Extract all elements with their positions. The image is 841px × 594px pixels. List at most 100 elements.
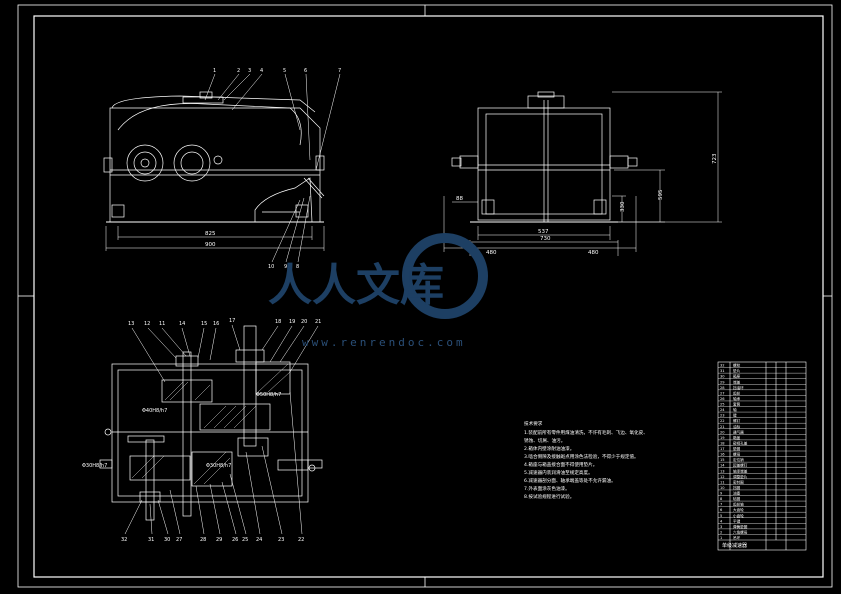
fit-label-bottom-mid: Φ30H8/h7 xyxy=(206,463,231,469)
watermark-url: www.renrendoc.com xyxy=(302,336,466,349)
parts-row-name: 螺母 xyxy=(733,452,741,457)
note-line-8: 7.外表面涂灰色油漆。 xyxy=(524,485,570,492)
parts-row-name: 轴承端盖 xyxy=(733,468,748,473)
callout-23: 23 xyxy=(278,537,284,543)
parts-row-name: 吊环 xyxy=(733,535,741,540)
side-view xyxy=(451,91,638,223)
note-line-5: 4.箱座与箱盖接合面不得使用垫片。 xyxy=(524,461,597,468)
callout-25: 25 xyxy=(242,537,248,543)
parts-row-name: 轴 xyxy=(733,407,737,412)
dim-88: 88 xyxy=(456,196,463,202)
parts-row-name: 六角螺母 xyxy=(733,529,748,534)
fit-label-top-left: Φ40H8/h7 xyxy=(142,408,167,414)
parts-row-number: 18 xyxy=(720,441,725,445)
watermark: 人人文库 www.renrendoc.com xyxy=(268,233,488,349)
parts-row-number: 25 xyxy=(720,403,725,407)
callout-3: 3 xyxy=(248,68,251,74)
callout-29: 29 xyxy=(216,537,222,543)
parts-row-name: 窥视孔盖 xyxy=(733,440,748,445)
plan-section-view xyxy=(99,325,323,521)
dim-723: 723 xyxy=(712,153,718,164)
callout-26: 26 xyxy=(232,537,238,543)
parts-row-name: 毡圈 xyxy=(733,496,741,501)
parts-row-number: 24 xyxy=(720,408,725,412)
callout-6: 6 xyxy=(304,68,307,74)
note-line-1: 1.装配前所有零件用煤油清洗，不许有毛刺、飞边、氧化皮、 xyxy=(524,429,648,436)
callout-32: 32 xyxy=(121,537,127,543)
parts-row-number: 17 xyxy=(720,447,725,451)
parts-row-name: 垫片 xyxy=(733,368,741,373)
parts-row-number: 26 xyxy=(720,397,725,401)
dim-480-left: 480 xyxy=(486,250,497,256)
parts-row-number: 11 xyxy=(720,480,725,484)
callout-18: 18 xyxy=(275,319,281,325)
note-line-4: 3.啮合侧隙及接触斑点用涂色法检验，不得少于规定值。 xyxy=(524,453,639,460)
output-bearing-circle xyxy=(173,144,211,182)
parts-row-number: 22 xyxy=(720,419,725,423)
callout-11: 11 xyxy=(159,321,165,327)
dim-330: 330 xyxy=(620,201,626,212)
parts-row-number: 8 xyxy=(720,497,723,501)
fit-label-mid-right: Φ50H8/h7 xyxy=(256,392,281,398)
parts-row-name: 端盖 xyxy=(733,379,741,384)
parts-row-name: 密封圈 xyxy=(733,479,744,484)
drawing-name: 单级减速器 xyxy=(722,542,747,549)
callout-7: 7 xyxy=(338,68,341,74)
note-line-9: 8.按试验规程进行试验。 xyxy=(524,493,574,500)
parts-row-number: 15 xyxy=(720,458,725,462)
parts-row-name: 挡圈 xyxy=(733,485,741,490)
parts-row-number: 31 xyxy=(720,369,725,373)
parts-row-name: 大齿轮 xyxy=(733,507,744,512)
parts-row-number: 1 xyxy=(720,536,722,540)
parts-row-number: 29 xyxy=(720,380,725,384)
callout-8: 8 xyxy=(296,264,299,270)
front-callouts: 1 2 3 4 5 6 7 10 9 8 xyxy=(213,68,341,270)
parts-row-number: 12 xyxy=(720,475,725,479)
callout-27: 27 xyxy=(176,537,182,543)
parts-row-name: 键 xyxy=(733,413,737,418)
input-bearing-circle xyxy=(126,144,164,182)
parts-row-name: 通气器 xyxy=(733,429,744,434)
callout-28: 28 xyxy=(200,537,206,543)
dim-825: 825 xyxy=(205,231,216,237)
dim-480-right: 480 xyxy=(588,250,599,256)
parts-row-number: 9 xyxy=(720,492,723,496)
plan-callouts-bottom: 32 31 30 27 28 29 26 25 24 23 22 xyxy=(121,537,304,543)
parts-row-number: 27 xyxy=(720,391,725,395)
sheet-inner-frame xyxy=(33,15,824,578)
parts-row-name: 套筒 xyxy=(733,402,741,407)
parts-row-name: 螺钉 xyxy=(733,418,741,423)
fit-label-bottom-left: Φ30H8/h7 xyxy=(82,463,107,469)
parts-row-name: 调整垫片 xyxy=(733,474,748,479)
parts-row-number: 20 xyxy=(720,430,725,434)
parts-row-number: 32 xyxy=(720,364,725,368)
callout-31: 31 xyxy=(148,537,154,543)
parts-row-number: 16 xyxy=(720,453,725,457)
parts-row-name: 轴承 xyxy=(733,396,741,401)
parts-row-name: 平键 xyxy=(733,518,741,523)
callout-1: 1 xyxy=(213,68,216,74)
callout-9: 9 xyxy=(284,264,287,270)
title-block xyxy=(717,361,807,551)
parts-row-number: 23 xyxy=(720,414,725,418)
parts-row-name: 挡油环 xyxy=(733,385,744,390)
parts-row-name: 弹簧垫圈 xyxy=(733,524,748,529)
parts-row-name: 箱座 xyxy=(733,374,741,379)
parts-row-number: 19 xyxy=(720,436,725,440)
callout-12: 12 xyxy=(144,321,150,327)
parts-row-number: 2 xyxy=(720,530,722,534)
note-line-7: 6.减速器剖分面、轴承端盖等处不允许漏油。 xyxy=(524,477,616,484)
parts-row-number: 4 xyxy=(720,519,723,523)
callout-22: 22 xyxy=(298,537,304,543)
callout-17: 17 xyxy=(229,318,235,324)
dim-595: 595 xyxy=(658,189,664,200)
note-line-6: 5.减速器内装润滑油至规定高度。 xyxy=(524,469,593,476)
dim-900: 900 xyxy=(205,242,216,248)
callout-15: 15 xyxy=(201,321,207,327)
parts-row-number: 7 xyxy=(720,503,722,507)
notes-title: 技术要求 xyxy=(524,420,543,427)
parts-row-name: 油塞 xyxy=(733,491,741,496)
parts-row-number: 28 xyxy=(720,386,725,390)
